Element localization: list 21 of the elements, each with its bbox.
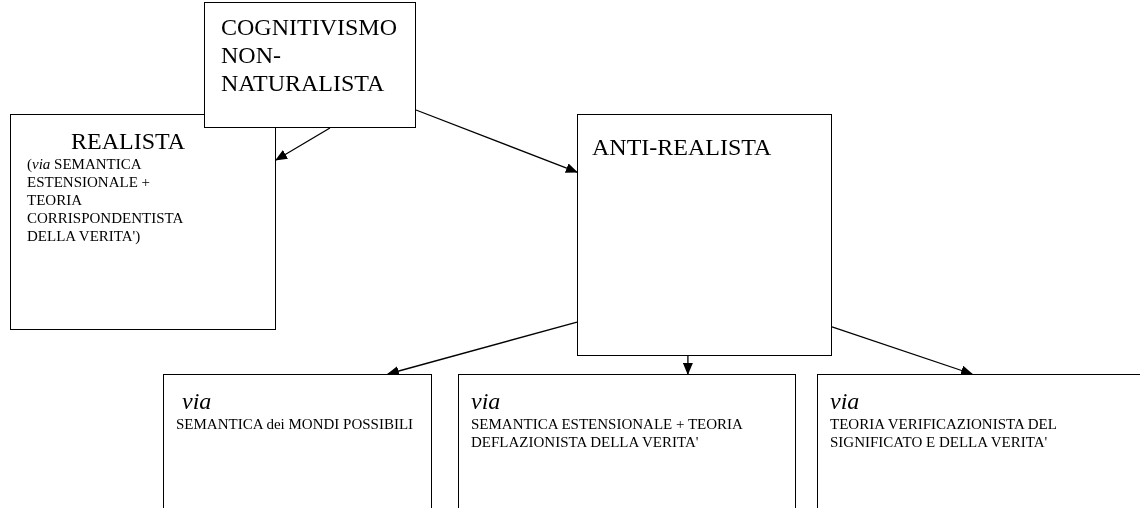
box-heading: via xyxy=(471,387,501,415)
text-box xyxy=(163,374,432,508)
arrow xyxy=(415,109,578,173)
box-text: SEMANTICA ESTENSIONALE + TEORIA DEFLAZIONISTA DELLA VERITA' xyxy=(471,415,744,451)
box-heading: via xyxy=(830,387,860,415)
text-box xyxy=(577,114,832,356)
box-heading: via xyxy=(181,387,212,415)
box-text: (via SEMANTICA ESTENSIONALE + TEORIA CORRISPONDENTISTA DELLA VERITA') xyxy=(27,155,184,245)
arrow xyxy=(275,127,331,161)
box-heading: REALISTA xyxy=(70,127,186,155)
text-box xyxy=(817,374,1140,508)
box-text: SEMANTICA dei MONDI POSSIBILI xyxy=(176,415,415,433)
box-heading: ANTI-REALISTA xyxy=(592,133,772,161)
arrow xyxy=(386,321,578,376)
arrow xyxy=(682,355,693,375)
text-box xyxy=(10,114,276,330)
text-box xyxy=(458,374,796,508)
box-text: TEORIA VERIFICAZIONISTA DEL SIGNIFICATO E DELLA VERITA' xyxy=(830,415,1058,451)
arrow xyxy=(831,326,973,376)
text-box xyxy=(204,2,416,128)
box-heading: COGNITIVISMO NON-NATURALISTA xyxy=(221,13,398,97)
